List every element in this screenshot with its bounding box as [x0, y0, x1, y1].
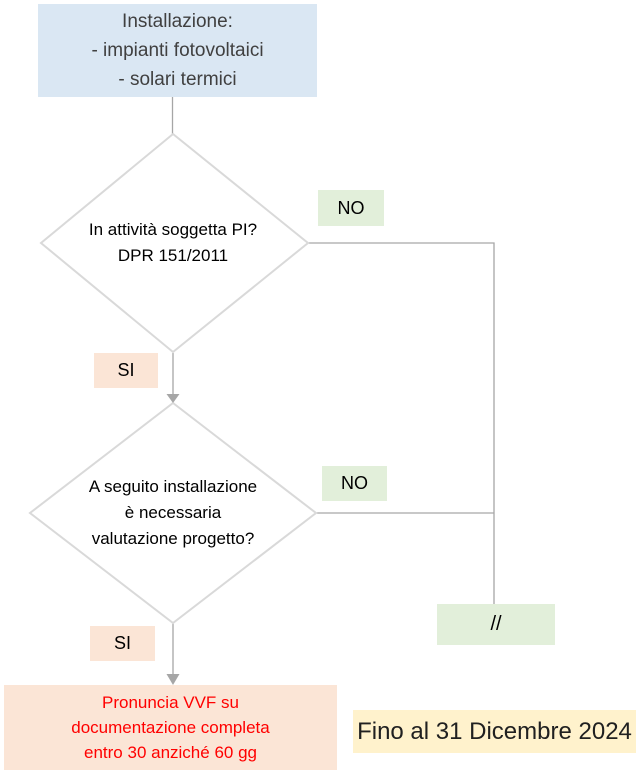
- arrowhead-decision2-icon: [166, 394, 180, 403]
- decision1-line-1: In attività soggetta PI?: [88, 220, 258, 239]
- decision1-diamond-shape: [39, 132, 310, 354]
- decision1-text: In attività soggetta PI? DPR 151/2011: [43, 217, 303, 269]
- start-box: Installazione: - impianti fotovoltaici -…: [38, 4, 317, 97]
- decision2-line-2: è necessaria: [124, 503, 222, 522]
- arrowhead-result-icon: [166, 674, 180, 685]
- note-box: Fino al 31 Dicembre 2024: [353, 710, 636, 753]
- decision2-no-label: NO: [322, 466, 387, 501]
- result-box: Pronuncia VVF su documentazione completa…: [4, 685, 337, 770]
- decision1-si-label: SI: [94, 353, 158, 388]
- decision2-si-label: SI: [90, 626, 155, 661]
- result-box-line-2: documentazione completa: [71, 718, 270, 737]
- result-box-line-1: Pronuncia VVF su: [101, 693, 239, 712]
- terminator-box: //: [437, 604, 555, 645]
- start-box-line-1: Installazione:: [122, 11, 233, 32]
- start-box-line-3: - solari termici: [118, 69, 237, 90]
- decision2-diamond-shape: [28, 401, 318, 625]
- connector-decision1-no-path: [308, 242, 495, 606]
- result-box-line-3: entro 30 anziché 60 gg: [84, 743, 257, 762]
- decision2-line-3: valutazione progetto?: [91, 529, 255, 548]
- decision1-no-label: NO: [318, 190, 384, 226]
- decision2-text: A seguito installazione è necessaria val…: [43, 474, 303, 552]
- start-box-line-2: - impianti fotovoltaici: [91, 40, 264, 61]
- decision2-line-1: A seguito installazione: [88, 477, 258, 496]
- decision1-line-2: DPR 151/2011: [117, 246, 229, 265]
